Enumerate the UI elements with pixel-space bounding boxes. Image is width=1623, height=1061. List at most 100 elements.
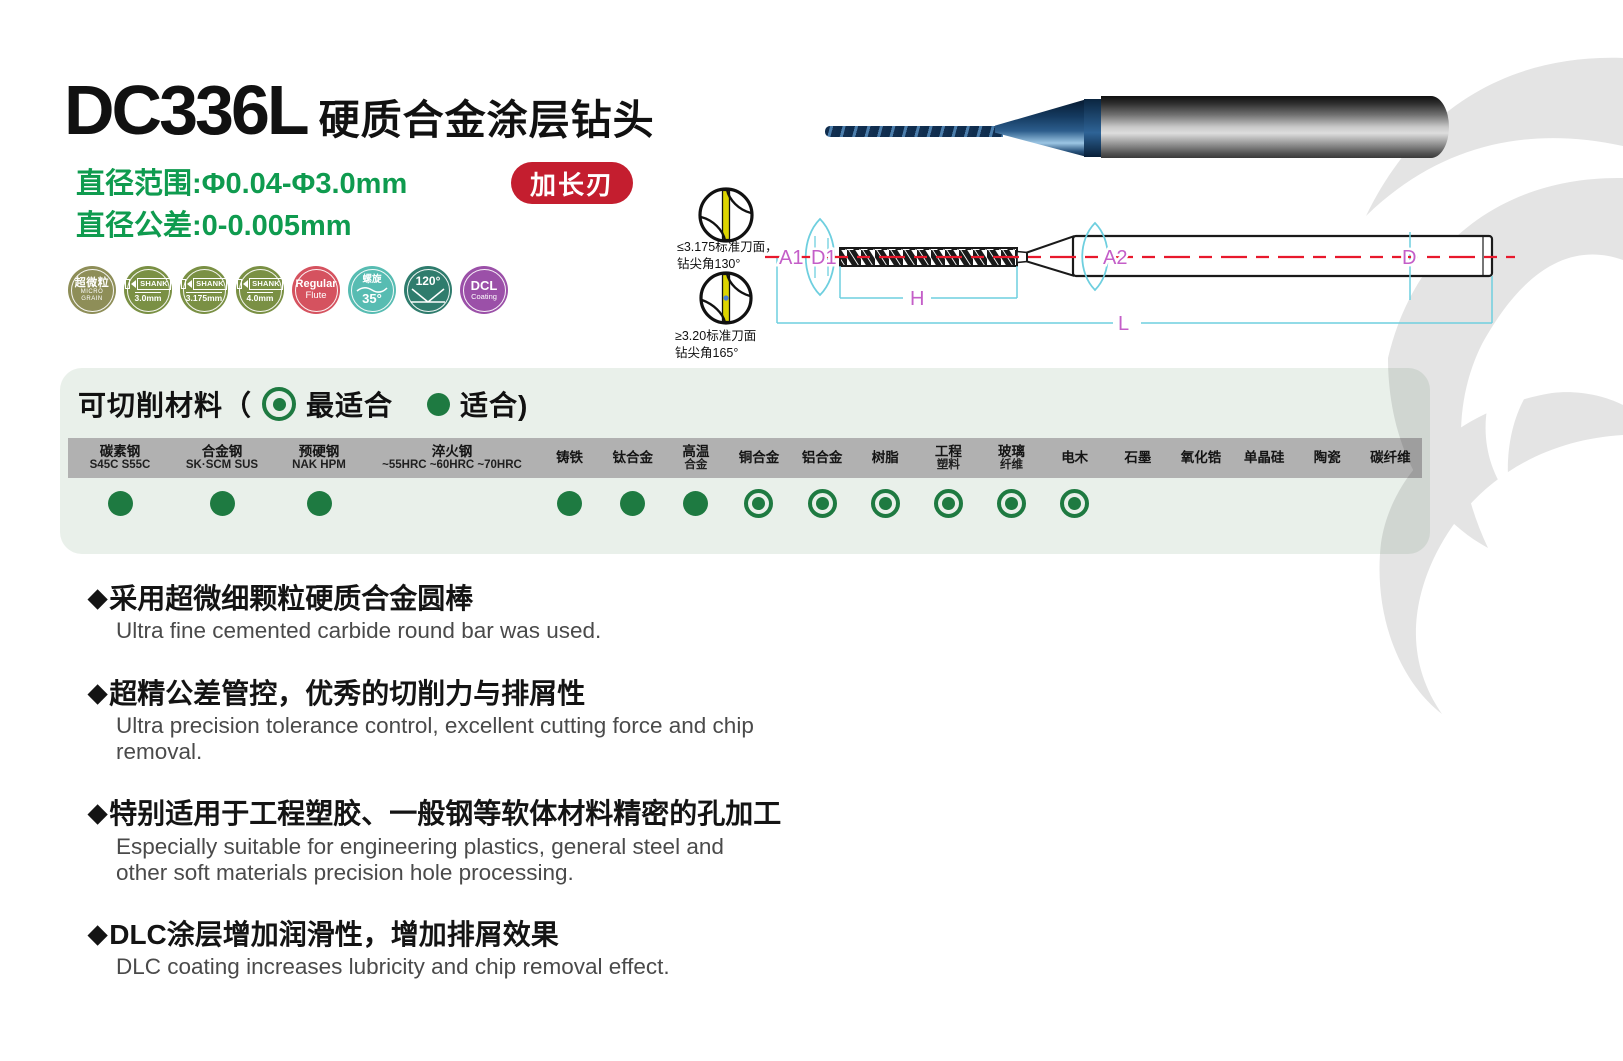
material-column-header: 高温合金 (682, 444, 710, 472)
note-top-2: 钻尖角130° (677, 256, 740, 271)
material-column-header: 电木 (1061, 450, 1089, 466)
drill-flute-photo (825, 126, 1003, 137)
bullet-zh: 采用超微细颗粒硬质合金圆棒 (109, 583, 474, 614)
end-view-icon-130 (698, 187, 754, 243)
badge-text: DCL (470, 278, 498, 294)
bullet-en: Ultra precision tolerance control, excel… (116, 712, 754, 764)
legend-best-label: 最适合 (306, 390, 394, 421)
shank-icon (243, 279, 249, 288)
model-name: DC336L (64, 71, 310, 149)
badge-text: 3.0mm (134, 291, 162, 304)
material-suitability-mark (791, 480, 854, 526)
shank-icon (237, 278, 243, 289)
material-suitability-mark (172, 480, 272, 526)
material-column-header: 铸铁 (556, 450, 584, 466)
badge-dcl-coating: DCL Coating (460, 266, 508, 314)
bullet-item: ◆超精公差管控，优秀的切削力与排屑性 Ultra precision toler… (88, 678, 788, 766)
badge-text: 3.175mm (185, 291, 223, 304)
badge-point-angle-120: 120° (404, 266, 452, 314)
materials-marks-row (68, 480, 1422, 526)
badge-text: GRAIN (81, 295, 103, 302)
badge-helix-35: 螺旋 35° (348, 266, 396, 314)
material-column-header: 单晶硅 (1243, 450, 1285, 466)
materials-title: 可切削材料（ 最适合 适合) (78, 384, 528, 424)
model-subtitle: 硬质合金涂层钻头 (318, 97, 655, 143)
badge-text: SHANK (137, 277, 171, 290)
badge-text: SHANK (193, 277, 227, 290)
bullet-zh: DLC涂层增加润滑性，增加排屑效果 (109, 919, 559, 951)
material-column-header: 陶瓷 (1313, 450, 1341, 466)
material-suitability-mark (366, 480, 538, 526)
diamond-icon: ◆ (88, 799, 108, 828)
dimension-labels: A1 D1 A2 D H L (777, 245, 1419, 338)
shank-icon (181, 278, 187, 289)
material-column-header: 淬火钢~55HRC ~60HRC ~70HRC (382, 444, 522, 472)
diamond-icon: ◆ (88, 678, 108, 707)
extended-flute-tag: 加长刃 (511, 162, 633, 204)
note-bottom-1: ≥3.20标准刀面 (675, 329, 756, 343)
wave-icon (356, 286, 388, 293)
feature-bullets: ◆采用超微细颗粒硬质合金圆棒 Ultra fine cemented carbi… (88, 583, 788, 1014)
bullet-zh: 超精公差管控，优秀的切削力与排屑性 (109, 677, 586, 709)
material-suitability-mark (1106, 480, 1169, 526)
note-top-1: ≤3.175标准刀面， (677, 240, 778, 254)
note-bottom-2: 钻尖角165° (675, 345, 738, 360)
diamond-icon: ◆ (88, 584, 108, 612)
material-suitability-mark (664, 480, 727, 526)
best-fit-icon (262, 387, 297, 421)
svg-text:A1: A1 (779, 247, 803, 269)
material-column-header: 氧化锆 (1180, 450, 1222, 466)
bullet-item: ◆采用超微细颗粒硬质合金圆棒 Ultra fine cemented carbi… (88, 583, 788, 645)
material-suitability-mark (727, 480, 790, 526)
bullet-en: DLC coating increases lubricity and chip… (116, 954, 670, 980)
badge-text: SHANK (249, 277, 283, 290)
badge-text: 35° (362, 290, 382, 306)
svg-text:A2: A2 (1103, 247, 1127, 269)
material-column-header: 玻璃纤维 (998, 444, 1026, 472)
material-suitability-mark (272, 480, 366, 526)
shank-icon (125, 278, 131, 289)
feature-badges: 超微粒 MICRO GRAIN SHANK 3.0mm SHANK 3.175m… (68, 266, 508, 314)
material-suitability-mark (980, 480, 1043, 526)
material-suitability-mark (1169, 480, 1232, 526)
badge-shank-3mm: SHANK 3.0mm (124, 266, 172, 314)
bullet-item: ◆DLC涂层增加润滑性，增加排屑效果 DLC coating increases… (88, 919, 788, 981)
material-suitability-mark (1043, 480, 1106, 526)
drill-taper-photo (995, 99, 1087, 157)
svg-text:H: H (910, 288, 924, 310)
material-column-header: 碳纤维 (1370, 450, 1411, 466)
diameter-range: 直径范围:Φ0.04-Φ3.0mm (76, 168, 408, 200)
svg-text:D1: D1 (811, 247, 837, 269)
dimension-drawing: ≤3.175标准刀面， 钻尖角130° ≥3.20标准刀面 钻尖角165° (675, 187, 1515, 360)
drill-photo (810, 93, 1455, 159)
badge-text: 120° (415, 274, 441, 289)
material-column-header: 工程塑料 (934, 444, 962, 472)
legend-fit-label: 适合) (460, 390, 529, 421)
material-suitability-mark (538, 480, 601, 526)
badge-shank-3175mm: SHANK 3.175mm (180, 266, 228, 314)
end-view-icon-165 (699, 271, 753, 325)
diameter-tolerance: 直径公差:0-0.005mm (76, 210, 352, 242)
badge-text: 4.0mm (246, 291, 274, 304)
badge-micro-grain: 超微粒 MICRO GRAIN (68, 266, 116, 314)
diamond-icon: ◆ (88, 920, 108, 949)
material-column-header: 钛合金 (612, 450, 653, 466)
badge-text: MICRO (80, 289, 104, 296)
badge-text: Regular (295, 278, 337, 291)
badge-text: Flute (305, 289, 327, 301)
badge-regular-flute: Regular Flute (292, 266, 340, 314)
material-suitability-mark (854, 480, 917, 526)
material-column-header: 铝合金 (801, 450, 843, 466)
material-suitability-mark (601, 480, 664, 526)
material-suitability-mark (917, 480, 980, 526)
bullet-en: Especially suitable for engineering plas… (116, 833, 724, 885)
svg-text:L: L (1118, 313, 1129, 335)
shank-icon (187, 279, 193, 288)
drill-shank-photo (1101, 96, 1449, 158)
fit-icon (427, 392, 451, 416)
